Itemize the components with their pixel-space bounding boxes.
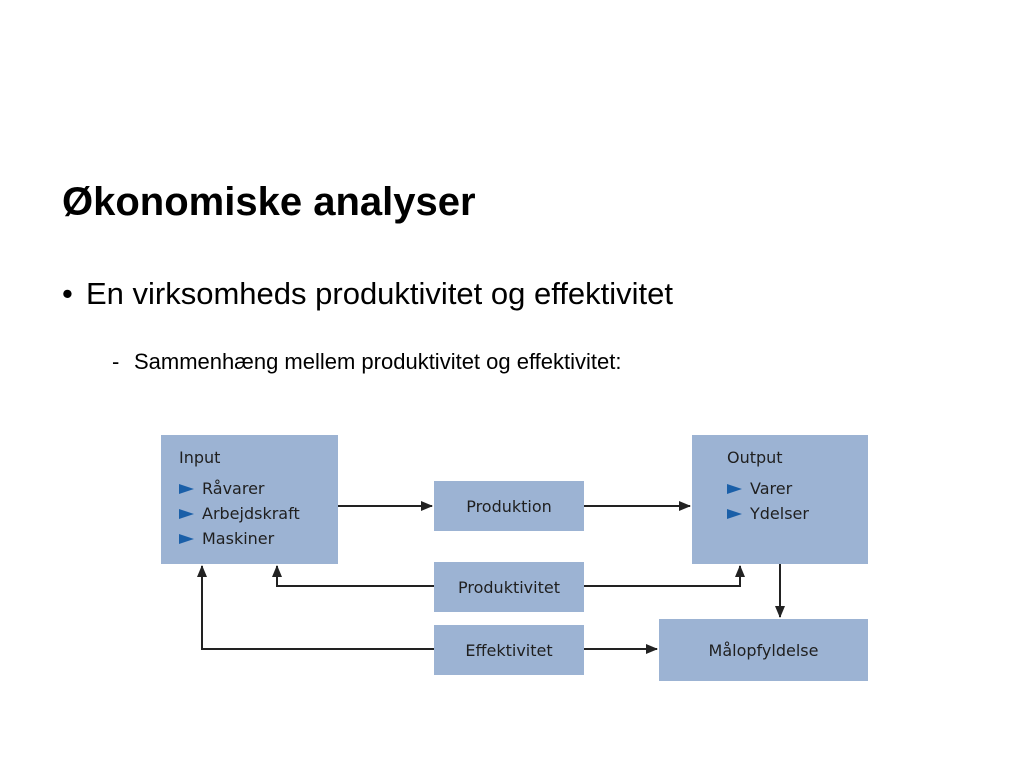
- input-item-label: Råvarer: [202, 479, 265, 498]
- input-box: Input Råvarer Arbejdskraft Maskiner: [161, 435, 338, 564]
- output-item-list: Varer Ydelser: [727, 476, 868, 526]
- input-box-title: Input: [179, 448, 221, 467]
- bullet-item: • En virksomheds produktivitet og effekti…: [62, 274, 673, 314]
- input-item-list: Råvarer Arbejdskraft Maskiner: [179, 476, 338, 551]
- input-item-label: Maskiner: [202, 529, 275, 548]
- dash-icon: -: [112, 349, 120, 374]
- arrow-produktivitet-to-input: [272, 565, 434, 587]
- output-box-title: Output: [727, 448, 783, 467]
- triangle-bullet-icon: [179, 508, 194, 519]
- produktivitet-box: Produktivitet: [434, 562, 584, 612]
- arrow-effektivitet-to-input: [197, 565, 434, 650]
- list-item: Råvarer: [179, 476, 338, 501]
- triangle-bullet-icon: [179, 533, 194, 544]
- list-item: Varer: [727, 476, 868, 501]
- triangle-bullet-icon: [727, 508, 742, 519]
- output-item-label: Ydelser: [750, 504, 809, 523]
- malopfyldelse-box: Målopfyldelse: [659, 619, 868, 681]
- arrow-produktivitet-to-output: [584, 565, 745, 587]
- effektivitet-box: Effektivitet: [434, 625, 584, 675]
- bullet-dot-icon: •: [62, 276, 73, 311]
- list-item: Ydelser: [727, 501, 868, 526]
- list-item: Arbejdskraft: [179, 501, 338, 526]
- input-item-label: Arbejdskraft: [202, 504, 300, 523]
- triangle-bullet-icon: [179, 483, 194, 494]
- produktion-box: Produktion: [434, 481, 584, 531]
- slide-title: Økonomiske analyser: [62, 180, 476, 224]
- bullet-text: En virksomheds produktivitet og effektiv…: [86, 276, 673, 311]
- sub-bullet-item: -Sammenhæng mellem produktivitet og effe…: [112, 347, 622, 377]
- triangle-bullet-icon: [727, 483, 742, 494]
- output-item-label: Varer: [750, 479, 793, 498]
- list-item: Maskiner: [179, 526, 338, 551]
- output-box: Output Varer Ydelser: [692, 435, 868, 564]
- sub-bullet-text: Sammenhæng mellem produktivitet og effek…: [134, 349, 622, 374]
